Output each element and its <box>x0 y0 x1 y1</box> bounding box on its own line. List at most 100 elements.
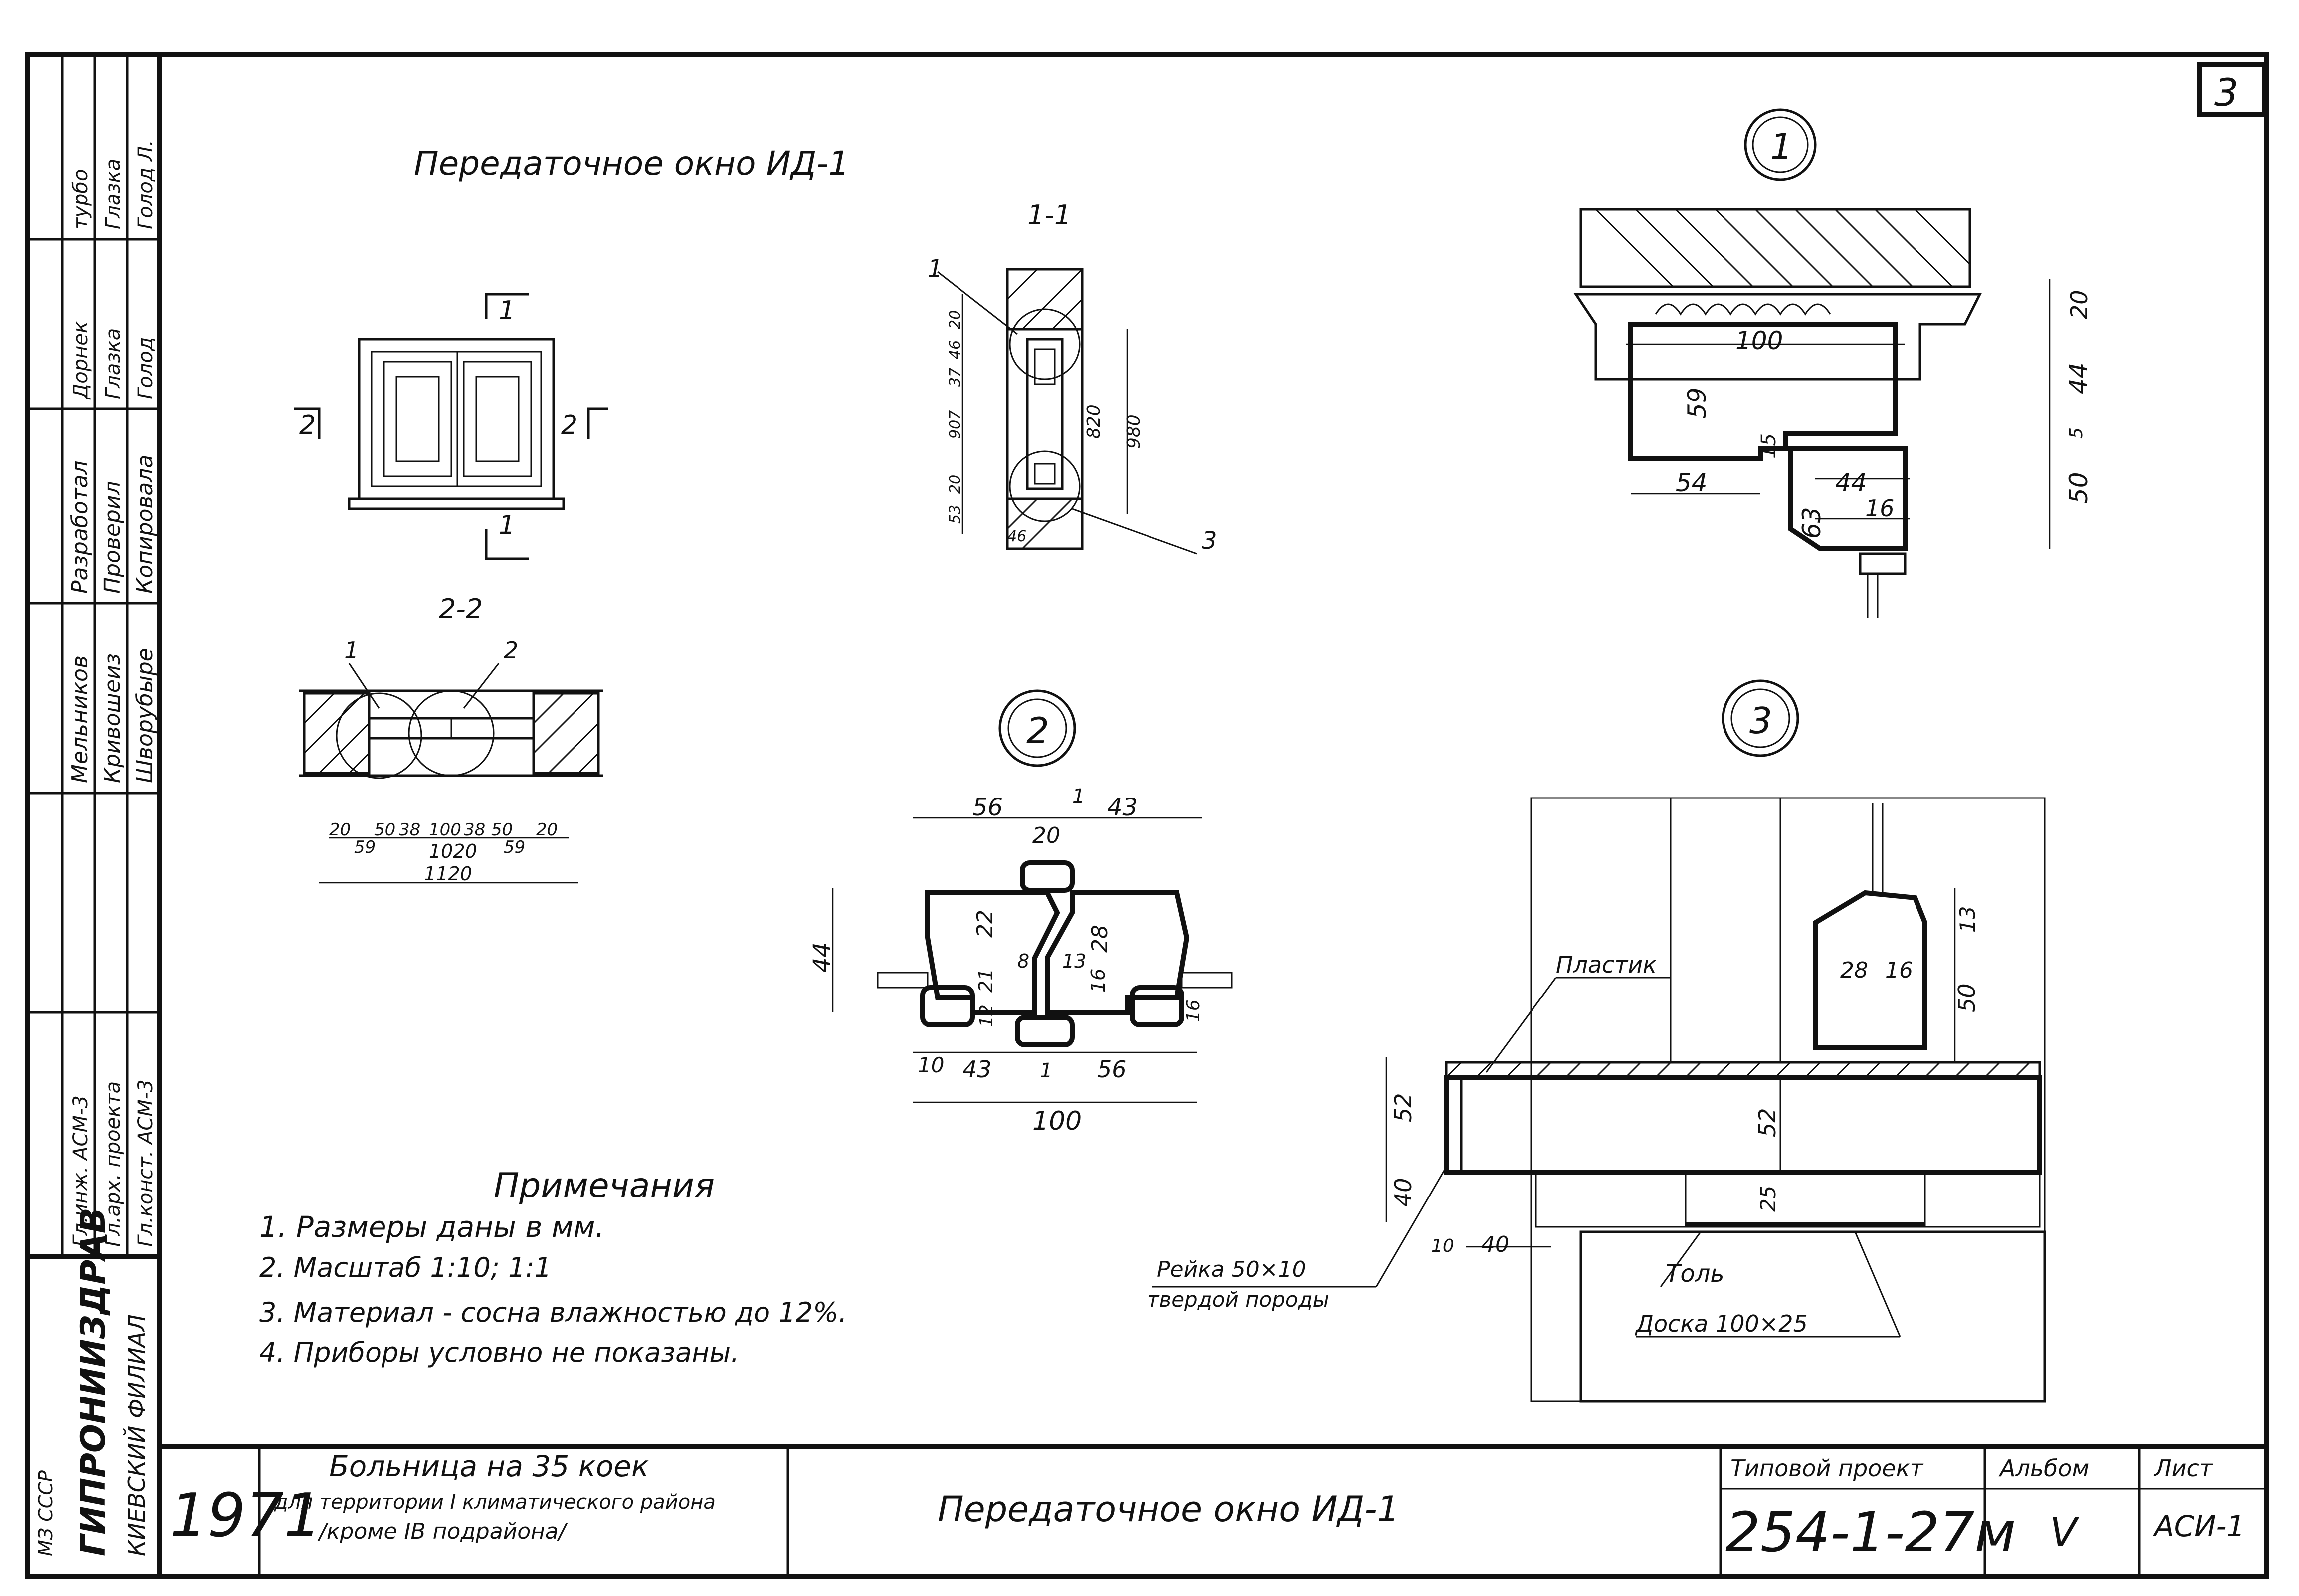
cut-1-bottom: 1 <box>499 510 515 540</box>
role-1: Гл.инж. АСМ-3 <box>69 1095 92 1247</box>
label-board: Доска 100×25 <box>1635 1310 1808 1337</box>
stamp-year: 1971 <box>170 1481 322 1551</box>
d2-dim-12: 12 <box>976 1004 997 1027</box>
label-tol: Толь <box>1666 1260 1724 1288</box>
side-stamp: Гл.инж. АСМ-3 Гл.арх. проекта Гл.конст. … <box>27 55 160 1556</box>
d2-dim-10: 10 <box>918 1053 944 1077</box>
org-name: ГИПРОНИИЗДРАВ <box>74 1207 113 1556</box>
outer-frame <box>25 52 2269 1579</box>
s22-d1: 20 <box>329 820 351 840</box>
d3-dim-13: 13 <box>1955 906 1980 933</box>
name2-2: Глазка <box>102 328 125 399</box>
sheet-number: 3 <box>2214 70 2238 115</box>
s11-d8: 53 <box>947 505 964 524</box>
d2-dim-22: 22 <box>972 910 998 938</box>
s22-d5: 100 <box>429 820 461 840</box>
d2-dim-56b: 56 <box>1097 1056 1127 1083</box>
s11-d7: 20 <box>947 475 964 494</box>
s22-d11: 1120 <box>424 863 472 885</box>
d2-dim-8: 8 <box>1017 950 1029 972</box>
d2-dim-21: 21 <box>975 969 997 993</box>
d2-dim-20: 20 <box>1032 823 1060 848</box>
section-1-1-title: 1-1 <box>1027 200 1071 231</box>
s22-d3: 50 <box>374 820 395 840</box>
notes-heading: Примечания <box>494 1166 715 1205</box>
d2-dim-1b: 1 <box>1040 1059 1052 1082</box>
d2-dim-16b: 16 <box>1183 999 1204 1022</box>
s11-d5: 820 <box>1084 404 1104 439</box>
name-1: Мельников <box>67 655 93 783</box>
d1-dim-15: 15 <box>1757 433 1780 459</box>
detail-1-callout: 1 <box>1770 126 1793 167</box>
role-3: Гл.конст. АСМ-3 <box>134 1079 157 1247</box>
top-1: турбо <box>69 169 92 229</box>
s11-d9: 46 <box>1007 528 1026 545</box>
label-rail: Рейка 50×10 <box>1157 1257 1306 1282</box>
d1-dim-63: 63 <box>1797 507 1826 539</box>
cut-1-top: 1 <box>499 296 515 326</box>
type-project-value: 254-1-27м <box>1725 1500 2016 1564</box>
project-line-1: Больница на 35 коек <box>329 1449 649 1483</box>
role2-2: Проверил <box>100 481 125 594</box>
d1-dim-59: 59 <box>1683 387 1712 419</box>
album-value: V <box>2050 1509 2080 1556</box>
cut-2-left: 2 <box>299 410 316 440</box>
d2-dim-16: 16 <box>1087 969 1109 993</box>
sheet-value: АСИ-1 <box>2152 1509 2245 1543</box>
d3-dim-25: 25 <box>1756 1186 1780 1212</box>
s22-d7: 50 <box>491 820 513 840</box>
org-ministry: МЗ СССР <box>35 1470 57 1556</box>
d3-dim-28: 28 <box>1840 958 1868 983</box>
org-branch: КИЕВСКИЙ ФИЛИАЛ <box>123 1314 150 1556</box>
label-plastic: Пластик <box>1556 951 1657 978</box>
d2-dim-43b: 43 <box>962 1056 992 1083</box>
role2-1: Разработал <box>67 460 93 594</box>
d2-dim-13: 13 <box>1062 950 1086 972</box>
d2-dim-100: 100 <box>1032 1106 1082 1136</box>
detail-1: 1 100 59 15 54 44 63 16 20 44 50 5 <box>1573 108 2093 618</box>
top-2: Глазка <box>102 159 125 229</box>
s22-callout-1: 1 <box>344 637 359 664</box>
name-3: Шворубыре <box>132 648 158 783</box>
section-2-2: 2-2 1 2 20 59 50 38 100 38 50 59 20 1020… <box>299 594 603 885</box>
name-2: Кривошеиз <box>100 653 125 783</box>
s11-d3: 37 <box>947 368 964 387</box>
name2-1: Дорнек <box>69 321 92 400</box>
d2-dim-28: 28 <box>1087 925 1113 953</box>
d2-dim-44: 44 <box>808 942 836 973</box>
d1-dim-16: 16 <box>1865 495 1895 522</box>
note-1: 1. Размеры даны в мм. <box>259 1210 604 1244</box>
d3-dim-40b: 40 <box>1481 1232 1509 1257</box>
project-line-2: для территории I климатического района <box>274 1491 716 1514</box>
d3-dim-50: 50 <box>1953 983 1980 1012</box>
section-2-2-title: 2-2 <box>439 594 483 625</box>
cut-2-right: 2 <box>561 410 577 440</box>
note-4: 4. Приборы условно не показаны. <box>259 1337 739 1368</box>
s11-callout-3: 3 <box>1202 527 1217 555</box>
s22-d4: 38 <box>399 820 420 840</box>
project-line-3: /кроме IВ подрайона/ <box>317 1519 568 1544</box>
album-label: Альбом <box>1998 1455 2089 1482</box>
s22-d6: 38 <box>464 820 485 840</box>
s22-d9: 20 <box>536 820 558 840</box>
d1-dim-44-inner: 44 <box>1835 468 1867 497</box>
d1-dim-100: 100 <box>1735 326 1783 355</box>
s11-d4: 980 <box>1124 414 1144 449</box>
s22-d10: 1020 <box>429 840 477 862</box>
drawing-title-stamp: Передаточное окно ИД-1 <box>938 1489 1399 1530</box>
role2-3: Копировала <box>132 455 158 594</box>
s11-d2: 46 <box>947 340 964 359</box>
d1-dim-20: 20 <box>2066 290 2093 319</box>
title-block: 1971 Больница на 35 коек для территории … <box>160 1444 2267 1576</box>
d2-dim-1: 1 <box>1072 785 1085 808</box>
note-2: 2. Масштаб 1:10; 1:1 <box>259 1252 552 1283</box>
d1-dim-5: 5 <box>2066 427 2087 439</box>
d3-dim-10: 10 <box>1431 1236 1454 1256</box>
d3-dim-52b: 52 <box>1754 1108 1781 1137</box>
detail-2: 2 56 1 43 20 44 22 28 8 13 16 21 12 10 4… <box>808 689 1233 1136</box>
sheet-number-box <box>2197 62 2267 117</box>
d1-dim-44: 44 <box>2064 362 2093 394</box>
s22-d8: 59 <box>504 837 525 857</box>
